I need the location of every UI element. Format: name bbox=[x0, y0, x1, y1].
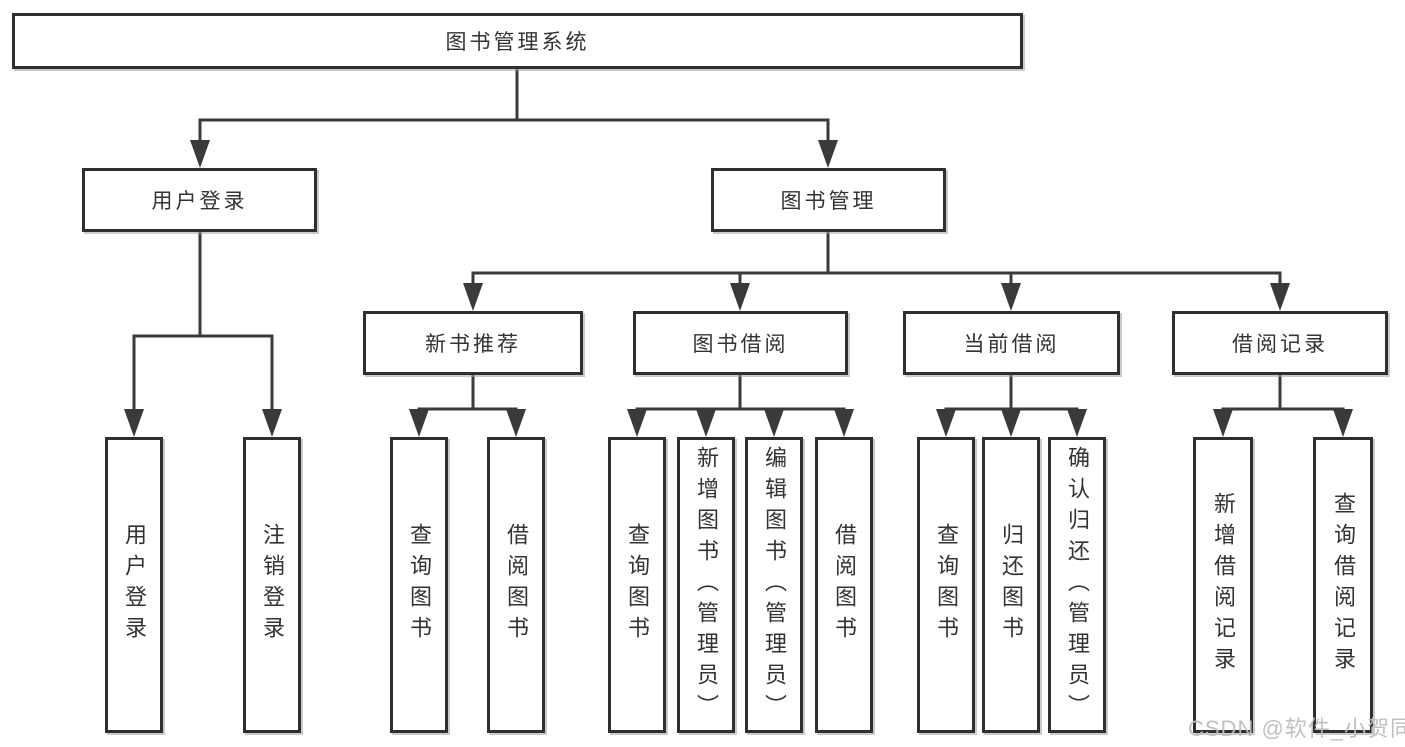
node-current-borrow: 当前借阅 bbox=[903, 311, 1120, 375]
leaf-newbook-query-books: 查询图书 bbox=[390, 437, 448, 733]
leaf-confirm-return-admin: 确认归还（管理员） bbox=[1048, 437, 1106, 733]
node-new-book-recommend: 新书推荐 bbox=[363, 311, 583, 375]
node-borrow-records-label: 借阅记录 bbox=[1232, 333, 1328, 356]
leaf-add-borrow-record-label: 新增借阅记录 bbox=[1211, 492, 1236, 678]
leaf-edit-books-admin-label: 编辑图书（管理员） bbox=[762, 445, 787, 725]
csdn-watermark: CSDN @软件_小贺同学 bbox=[1188, 716, 1405, 741]
arrow-down-icon bbox=[936, 409, 956, 437]
connector-newbook-to-leaves bbox=[417, 375, 518, 432]
arrow-down-icon bbox=[818, 140, 838, 168]
connector-path-group bbox=[132, 69, 1345, 432]
leaf-current-query-books-label: 查询图书 bbox=[934, 523, 959, 647]
leaf-user-login: 用户登录 bbox=[105, 437, 163, 733]
leaf-borrow-books: 借阅图书 bbox=[815, 437, 873, 733]
leaf-newbook-borrow-books: 借阅图书 bbox=[487, 437, 545, 733]
leaf-borrow-books-label: 借阅图书 bbox=[832, 523, 857, 647]
arrow-down-icon bbox=[764, 409, 784, 437]
arrow-down-icon bbox=[730, 283, 750, 311]
arrowhead-group bbox=[124, 140, 1353, 437]
connector-borrowrec-to-leaves bbox=[1221, 375, 1345, 432]
leaf-user-login-label: 用户登录 bbox=[122, 523, 147, 647]
leaf-edit-books-admin: 编辑图书（管理员） bbox=[745, 437, 803, 733]
leaf-borrow-query-books: 查询图书 bbox=[608, 437, 666, 733]
node-current-borrow-label: 当前借阅 bbox=[963, 333, 1060, 356]
arrow-down-icon bbox=[1067, 409, 1087, 437]
leaf-current-query-books: 查询图书 bbox=[917, 437, 975, 733]
arrow-down-icon bbox=[463, 283, 483, 311]
node-root: 图书管理系统 bbox=[12, 13, 1023, 69]
node-new-book-recommend-label: 新书推荐 bbox=[425, 333, 521, 356]
leaf-add-books-admin: 新增图书（管理员） bbox=[677, 437, 735, 733]
node-user-login-label: 用户登录 bbox=[151, 190, 248, 213]
arrow-down-icon bbox=[696, 409, 716, 437]
leaf-confirm-return-admin-label: 确认归还（管理员） bbox=[1065, 445, 1090, 725]
arrow-down-icon bbox=[627, 409, 647, 437]
node-user-login: 用户登录 bbox=[82, 168, 317, 232]
leaf-logout-login: 注销登录 bbox=[243, 437, 301, 733]
node-book-management: 图书管理 bbox=[711, 168, 946, 232]
node-book-borrow-label: 图书借阅 bbox=[692, 333, 789, 356]
arrow-down-icon bbox=[1001, 409, 1021, 437]
connector-root-to-level2 bbox=[198, 69, 830, 164]
arrow-down-icon bbox=[124, 409, 144, 437]
connector-bookborrow-to-leaves bbox=[635, 375, 846, 432]
arrow-down-icon bbox=[409, 409, 429, 437]
node-borrow-records: 借阅记录 bbox=[1172, 311, 1388, 375]
arrow-down-icon bbox=[190, 140, 210, 168]
leaf-add-books-admin-label: 新增图书（管理员） bbox=[694, 445, 719, 725]
arrow-down-icon bbox=[1213, 409, 1233, 437]
leaf-query-borrow-record: 查询借阅记录 bbox=[1313, 437, 1373, 733]
leaf-borrow-query-books-label: 查询图书 bbox=[625, 523, 650, 647]
connector-bookmgmt-to-level3 bbox=[471, 232, 1282, 306]
arrow-down-icon bbox=[1001, 283, 1021, 311]
arrow-down-icon bbox=[1333, 409, 1353, 437]
leaf-return-books: 归还图书 bbox=[982, 437, 1040, 733]
node-book-management-label: 图书管理 bbox=[780, 190, 877, 213]
arrow-down-icon bbox=[1270, 283, 1290, 311]
leaf-logout-login-label: 注销登录 bbox=[260, 523, 285, 647]
leaf-query-borrow-record-label: 查询借阅记录 bbox=[1331, 492, 1356, 678]
node-root-label: 图书管理系统 bbox=[445, 31, 590, 54]
arrow-down-icon bbox=[834, 409, 854, 437]
leaf-add-borrow-record: 新增借阅记录 bbox=[1193, 437, 1253, 733]
leaf-return-books-label: 归还图书 bbox=[999, 523, 1024, 647]
leaf-newbook-borrow-books-label: 借阅图书 bbox=[504, 523, 529, 647]
arrow-down-icon bbox=[262, 409, 282, 437]
connector-userlogin-to-leaves bbox=[132, 232, 274, 432]
arrow-down-icon bbox=[506, 409, 526, 437]
leaf-newbook-query-books-label: 查询图书 bbox=[407, 523, 432, 647]
node-book-borrow: 图书借阅 bbox=[633, 311, 848, 375]
